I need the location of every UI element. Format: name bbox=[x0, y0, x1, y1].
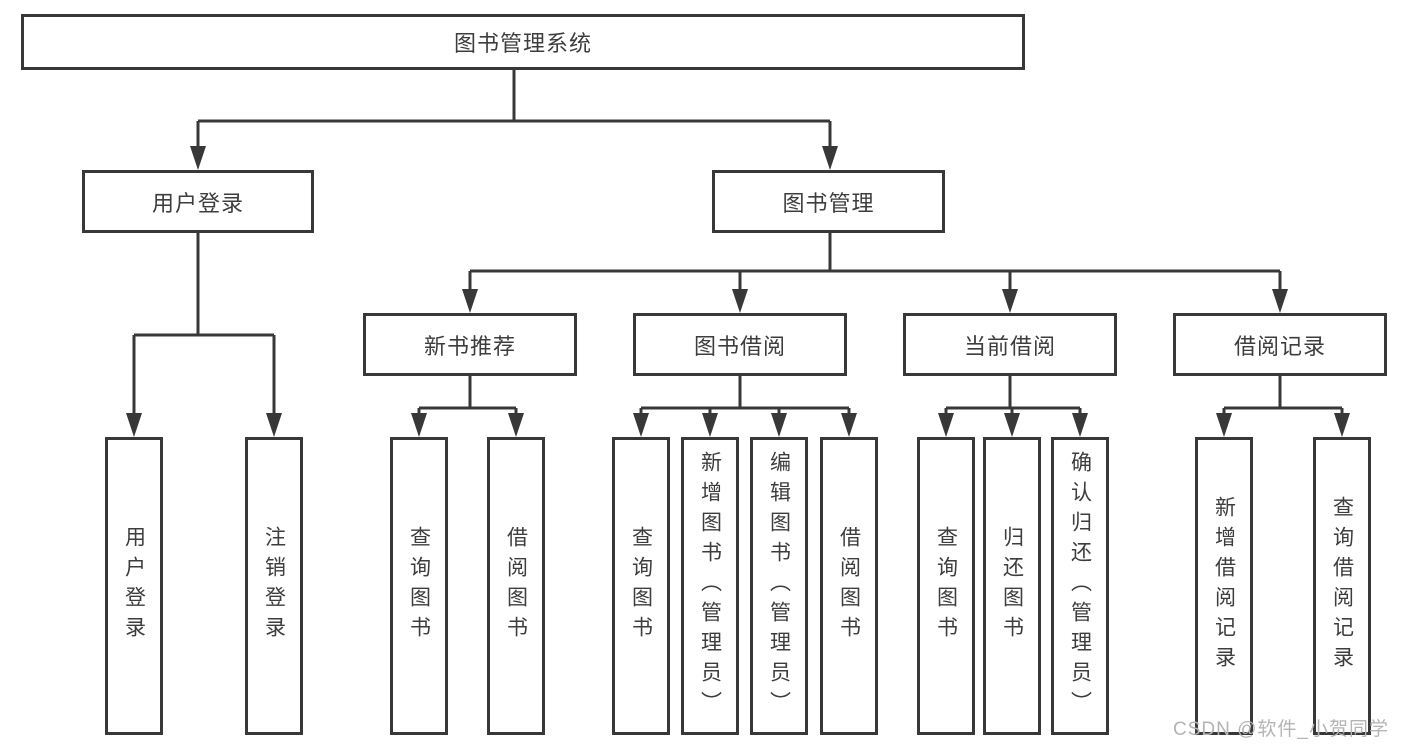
leaf-cb-confirm-return: 确认归还（管理员） bbox=[1051, 437, 1109, 735]
node-new-book-recommend-label: 新书推荐 bbox=[423, 333, 516, 359]
node-book-management-label: 图书管理 bbox=[782, 190, 875, 216]
node-book-borrowing-label: 图书借阅 bbox=[693, 333, 786, 359]
leaf-bb-borrow-book: 借阅图书 bbox=[820, 437, 878, 735]
leaf-nb-query-book: 查询图书 bbox=[390, 437, 448, 735]
leaf-bb-add-book: 新增图书（管理员） bbox=[681, 437, 739, 735]
leaf-cb-return-book-label: 归还图书 bbox=[1000, 526, 1024, 646]
leaf-br-add-record: 新增借阅记录 bbox=[1195, 437, 1253, 735]
connector-root-to-level2 bbox=[196, 69, 832, 148]
node-root-label: 图书管理系统 bbox=[453, 31, 592, 56]
leaf-bb-borrow-book-label: 借阅图书 bbox=[837, 526, 861, 646]
leaf-nb-borrow-book: 借阅图书 bbox=[487, 437, 545, 735]
node-current-borrowing: 当前借阅 bbox=[903, 313, 1117, 376]
leaf-br-query-record: 查询借阅记录 bbox=[1313, 437, 1371, 735]
leaf-cb-query-book: 查询图书 bbox=[917, 437, 975, 735]
watermark-text: CSDN @软件_小贺同学 bbox=[1173, 719, 1389, 740]
node-borrowing-records: 借阅记录 bbox=[1173, 313, 1387, 376]
leaf-user-login: 用户登录 bbox=[105, 437, 163, 735]
leaf-bb-query-book-label: 查询图书 bbox=[629, 526, 653, 646]
node-user-login: 用户登录 bbox=[82, 170, 314, 233]
node-user-login-label: 用户登录 bbox=[151, 190, 244, 216]
leaf-bb-edit-book: 编辑图书（管理员） bbox=[750, 437, 808, 735]
connector-currentborrow-branch bbox=[944, 376, 1082, 414]
leaf-bb-edit-book-label: 编辑图书（管理员） bbox=[767, 451, 791, 721]
leaf-nb-borrow-book-label: 借阅图书 bbox=[504, 526, 528, 646]
node-current-borrowing-label: 当前借阅 bbox=[963, 333, 1056, 359]
leaf-logout-label: 注销登录 bbox=[262, 526, 286, 646]
leaf-bb-query-book: 查询图书 bbox=[612, 437, 670, 735]
leaf-bb-add-book-label: 新增图书（管理员） bbox=[698, 451, 722, 721]
leaf-cb-confirm-return-label: 确认归还（管理员） bbox=[1068, 451, 1092, 721]
connector-newbook-branch bbox=[417, 376, 518, 414]
node-book-management: 图书管理 bbox=[712, 170, 945, 233]
leaf-user-login-label: 用户登录 bbox=[122, 526, 146, 646]
leaf-cb-return-book: 归还图书 bbox=[983, 437, 1041, 735]
connector-bookmgmt-to-level3 bbox=[468, 233, 1282, 291]
connector-bookborrow-branch bbox=[639, 376, 851, 414]
leaf-nb-query-book-label: 查询图书 bbox=[407, 526, 431, 646]
node-root-library-system: 图书管理系统 bbox=[21, 14, 1025, 70]
leaf-br-query-record-label: 查询借阅记录 bbox=[1330, 496, 1354, 676]
leaf-logout: 注销登录 bbox=[245, 437, 303, 735]
node-borrowing-records-label: 借阅记录 bbox=[1233, 333, 1326, 359]
leaf-br-add-record-label: 新增借阅记录 bbox=[1212, 496, 1236, 676]
connector-records-branch bbox=[1222, 376, 1344, 414]
connector-userlogin-to-leaves bbox=[132, 233, 276, 414]
leaf-cb-query-book-label: 查询图书 bbox=[934, 526, 958, 646]
node-new-book-recommend: 新书推荐 bbox=[363, 313, 577, 376]
node-book-borrowing: 图书借阅 bbox=[633, 313, 847, 376]
